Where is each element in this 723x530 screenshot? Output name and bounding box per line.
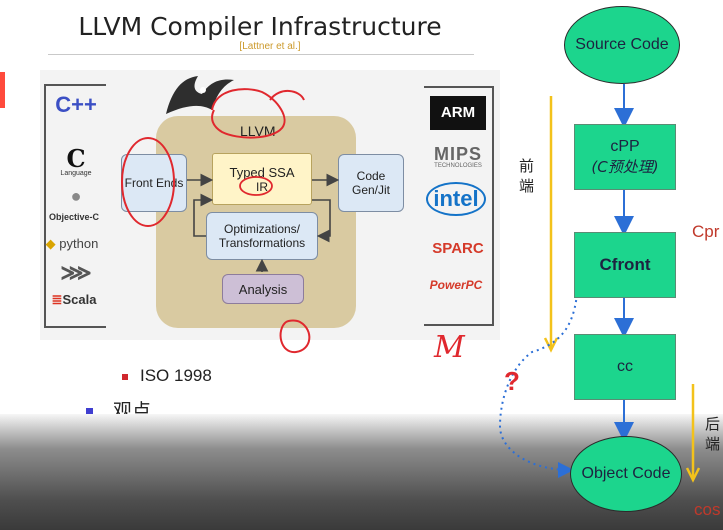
red-edge-marker	[0, 72, 5, 108]
python-logo: ◆ python	[42, 236, 102, 252]
python-icon: ◆	[45, 236, 56, 251]
back-end-label: 后 端	[705, 415, 721, 453]
code-gen-box: Code Gen/Jit	[338, 154, 404, 212]
sparc-logo: SPARC	[432, 240, 484, 257]
bullet-marker-red	[122, 373, 128, 380]
languages-bracket	[44, 84, 106, 328]
c-logo: C	[66, 144, 86, 173]
architectures-bracket	[424, 86, 494, 326]
intel-logo: intel	[426, 182, 486, 216]
handwritten-annotations	[121, 88, 311, 354]
c-language-caption: Language	[60, 170, 92, 177]
object-code-node: Object Code	[570, 436, 682, 512]
cpp-logo: C++	[55, 92, 97, 117]
analysis-box: Analysis	[222, 274, 304, 304]
cc-node: cc	[574, 334, 676, 400]
flow-arrows	[498, 84, 701, 483]
front-ends-box: Front Ends	[121, 154, 187, 212]
bullet-marker-blue	[86, 408, 93, 416]
title-divider	[48, 54, 474, 55]
cpr-text-cut: Cpr	[692, 222, 720, 241]
optimizations-box: Optimizations/ Transformations	[206, 212, 318, 260]
bullet-partial: ISO 1998	[122, 366, 212, 384]
llvm-dragon-logo	[166, 76, 234, 114]
cos-text-cut: cos	[694, 500, 721, 519]
llvm-flow-arrows	[187, 173, 340, 272]
apple-icon: ●	[70, 186, 82, 206]
slide-title: LLVM Compiler Infrastructure	[78, 12, 442, 41]
cpp-label: cPP	[610, 137, 640, 155]
front-end-label: 前 端	[519, 157, 535, 195]
cpp-sublabel: (C预处理)	[591, 157, 659, 176]
arm-logo: ARM	[430, 96, 486, 130]
citation: [Lattner et al.]	[239, 41, 301, 52]
scala-icon: ≣	[51, 292, 63, 307]
haskell-icon: ⋙	[60, 260, 92, 285]
scala-logo: ≣Scala	[44, 292, 104, 308]
objective-c-label: Objective-C	[48, 212, 99, 222]
powerpc-logo: PowerPC	[429, 278, 483, 292]
scala-label: Scala	[62, 292, 97, 307]
typed-ssa-label: Typed SSA	[229, 164, 295, 180]
bullet-partial-text: ISO 1998	[140, 366, 212, 384]
python-label: python	[59, 236, 99, 251]
handwritten-question-mark: ?	[504, 366, 520, 396]
handwritten-m: M	[434, 330, 465, 365]
cfront-node: Cfront	[574, 232, 676, 298]
source-code-node: Source Code	[564, 6, 680, 84]
mips-logo: MIPS	[433, 144, 482, 164]
mips-caption: TECHNOLOGIES	[434, 163, 482, 169]
cpp-node: cPP (C预处理)	[574, 124, 676, 190]
ir-label: IR	[256, 179, 268, 194]
typed-ssa-box: Typed SSA IR	[212, 153, 312, 205]
